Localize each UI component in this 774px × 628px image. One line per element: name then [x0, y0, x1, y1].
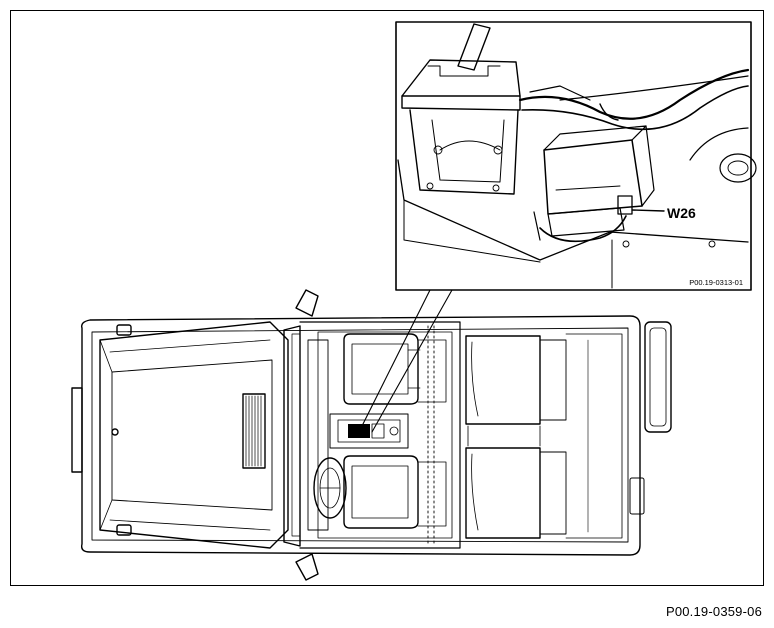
figure-number: P00.19-0359-06 — [665, 604, 762, 619]
inset-drawing — [397, 23, 757, 289]
inset-figure-number: P00.19-0313-01 — [689, 278, 743, 287]
inset-callout-label: W26 — [667, 205, 696, 221]
vehicle-top-view — [71, 289, 672, 581]
inset-detail: W26 P00.19-0313-01 — [395, 21, 757, 291]
